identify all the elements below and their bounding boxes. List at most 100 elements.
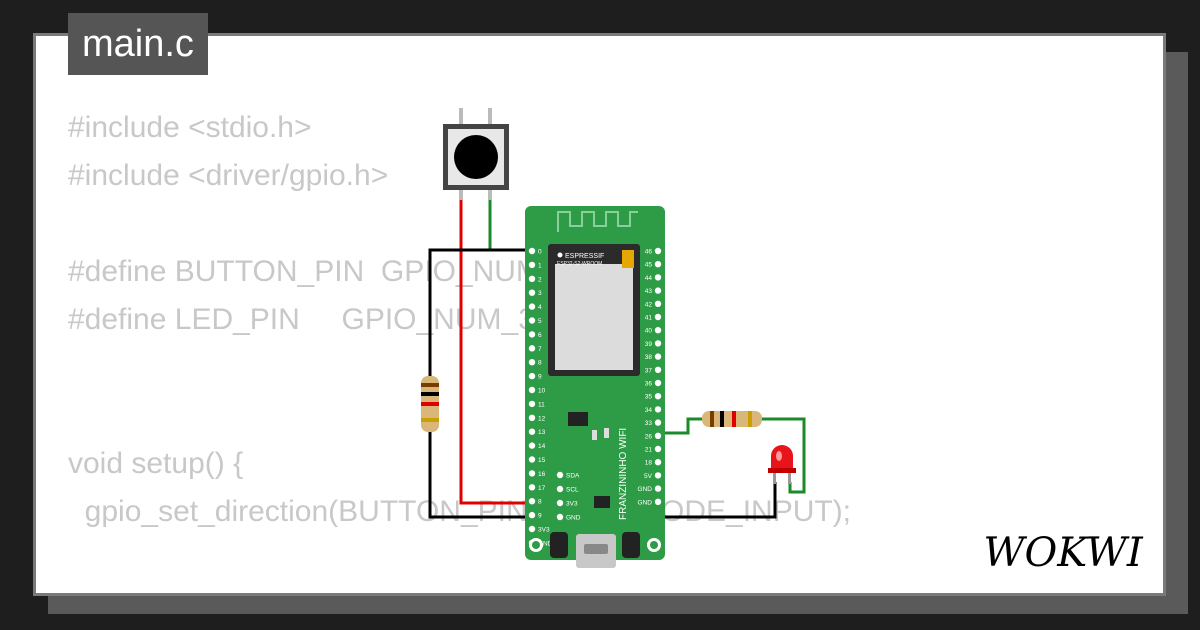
left-pin[interactable] [528, 498, 536, 505]
left-pin[interactable] [528, 511, 536, 519]
left-pin[interactable] [528, 289, 536, 296]
right-pin-label: GND [638, 486, 653, 493]
left-pin[interactable] [528, 414, 536, 421]
right-pin-label: 34 [645, 407, 653, 414]
right-pin[interactable] [654, 432, 662, 439]
wire-led-gnd [656, 482, 777, 519]
right-pin-header: 46454443424140393837363534332621185VGNDG… [638, 247, 662, 506]
left-pin-label: 4 [538, 304, 542, 311]
code-line: #include <driver/gpio.h> [68, 159, 389, 192]
right-pin[interactable] [654, 419, 662, 426]
right-pin[interactable] [654, 366, 662, 373]
left-pin-label: 8 [538, 360, 542, 367]
boot-button[interactable] [550, 532, 568, 558]
right-pin-label: 36 [645, 381, 653, 388]
inner-pin[interactable] [556, 513, 564, 521]
right-pin-label: 33 [645, 420, 653, 427]
left-pin[interactable] [528, 428, 536, 435]
right-pin[interactable] [654, 472, 662, 479]
left-pin[interactable] [528, 261, 536, 269]
left-pin[interactable] [528, 275, 536, 282]
right-pin[interactable] [654, 340, 662, 347]
right-pin-label: 40 [645, 328, 653, 335]
left-pin-label: 8 [538, 499, 542, 506]
pushbutton[interactable] [443, 108, 509, 200]
left-pin[interactable] [528, 359, 536, 366]
wire-resistor-gnd [428, 430, 532, 519]
right-pin-label: 46 [645, 249, 653, 256]
left-pin-label: 13 [538, 429, 546, 436]
right-pin[interactable] [654, 287, 662, 294]
left-pin-label: 15 [538, 457, 546, 464]
left-pin[interactable] [528, 456, 536, 463]
right-pin[interactable] [654, 406, 662, 413]
code-line: #define LED_PIN GPIO_NUM_33 [68, 303, 552, 336]
left-pin[interactable] [528, 442, 536, 449]
left-pin-label: 3V3 [538, 527, 550, 534]
left-pin[interactable] [528, 345, 536, 352]
wire-resistor-top [428, 248, 532, 378]
left-pin[interactable] [528, 525, 536, 533]
left-pin[interactable] [528, 484, 536, 491]
left-pin-label: 17 [538, 485, 546, 492]
left-pin-label: 14 [538, 443, 546, 450]
inner-pin[interactable] [556, 485, 564, 493]
right-pin-label: 44 [645, 275, 653, 282]
module-model: ESP32-S2-WROOM [557, 261, 602, 267]
right-pin-label: GND [638, 499, 653, 506]
left-pin[interactable] [528, 400, 536, 408]
left-pin[interactable] [528, 303, 536, 310]
left-pin-label: 6 [538, 332, 542, 339]
right-pin-label: 38 [645, 354, 653, 361]
right-pin-label: 42 [645, 301, 653, 308]
right-pin[interactable] [654, 300, 662, 307]
right-pin-label: 18 [645, 460, 653, 467]
inner-pin-label: SDA [566, 473, 580, 480]
right-pin[interactable] [654, 247, 662, 255]
left-pin[interactable] [528, 317, 536, 324]
left-pin-label: 3 [538, 290, 542, 297]
code-line: #define BUTTON_PIN GPIO_NUM_0 [68, 255, 575, 288]
file-tab[interactable]: main.c [68, 13, 208, 75]
reset-button[interactable] [622, 532, 640, 558]
resistor-vertical [421, 376, 439, 432]
right-pin[interactable] [654, 379, 662, 387]
left-pin-label: 9 [538, 374, 542, 381]
left-pin-label: 0 [538, 249, 542, 256]
right-pin-label: 39 [645, 341, 653, 348]
right-pin[interactable] [654, 327, 662, 334]
right-pin[interactable] [654, 485, 662, 492]
wire-resistor-led [760, 417, 806, 494]
inner-pin-label: 3V3 [566, 501, 578, 508]
right-pin-label: 26 [645, 433, 653, 440]
left-pin[interactable] [528, 372, 536, 380]
left-pin-label: 1 [538, 262, 542, 269]
right-pin-label: 43 [645, 288, 653, 295]
left-pin[interactable] [528, 386, 536, 394]
wire-button-3v3 [459, 196, 532, 505]
right-pin[interactable] [654, 498, 662, 505]
right-pin-label: 45 [645, 262, 653, 269]
right-pin[interactable] [654, 353, 662, 360]
esp32-board: ESPRESSIF ESP32-S2-WROOM FRANZININHO WIF… [525, 206, 665, 568]
right-pin[interactable] [654, 261, 662, 268]
inner-pin[interactable] [556, 499, 564, 507]
left-pin-label: 11 [538, 401, 545, 408]
led-red[interactable] [768, 445, 796, 484]
left-pin-label: 9 [538, 513, 542, 520]
left-pin[interactable] [528, 331, 536, 338]
right-pin-label: 5V [644, 473, 653, 480]
left-pin[interactable] [528, 470, 536, 477]
right-pin[interactable] [654, 313, 662, 321]
right-pin[interactable] [654, 445, 662, 453]
left-pin[interactable] [528, 247, 536, 255]
board-name: FRANZININHO WIFI [618, 428, 629, 520]
right-pin[interactable] [654, 274, 662, 281]
left-pin-label: 7 [538, 346, 542, 353]
right-pin-label: 37 [645, 367, 653, 374]
code-line: void setup() { [68, 447, 244, 480]
right-pin[interactable] [654, 393, 662, 400]
right-pin[interactable] [654, 459, 662, 466]
inner-pin[interactable] [556, 471, 564, 479]
